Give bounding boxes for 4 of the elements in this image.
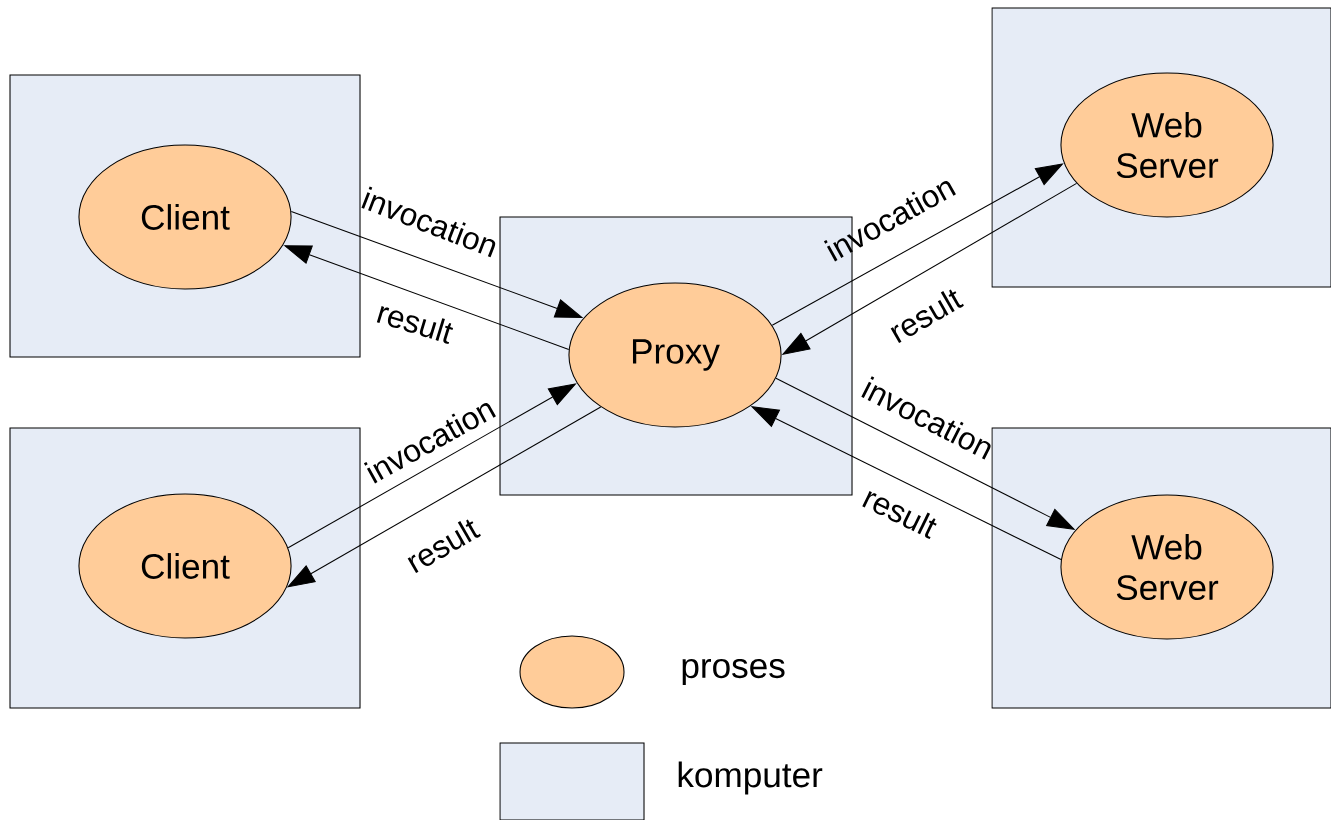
legend-label: komputer <box>678 761 823 795</box>
legend-label: proses <box>682 658 785 686</box>
edge-label: result <box>376 306 454 344</box>
edge-label: result <box>862 491 937 539</box>
